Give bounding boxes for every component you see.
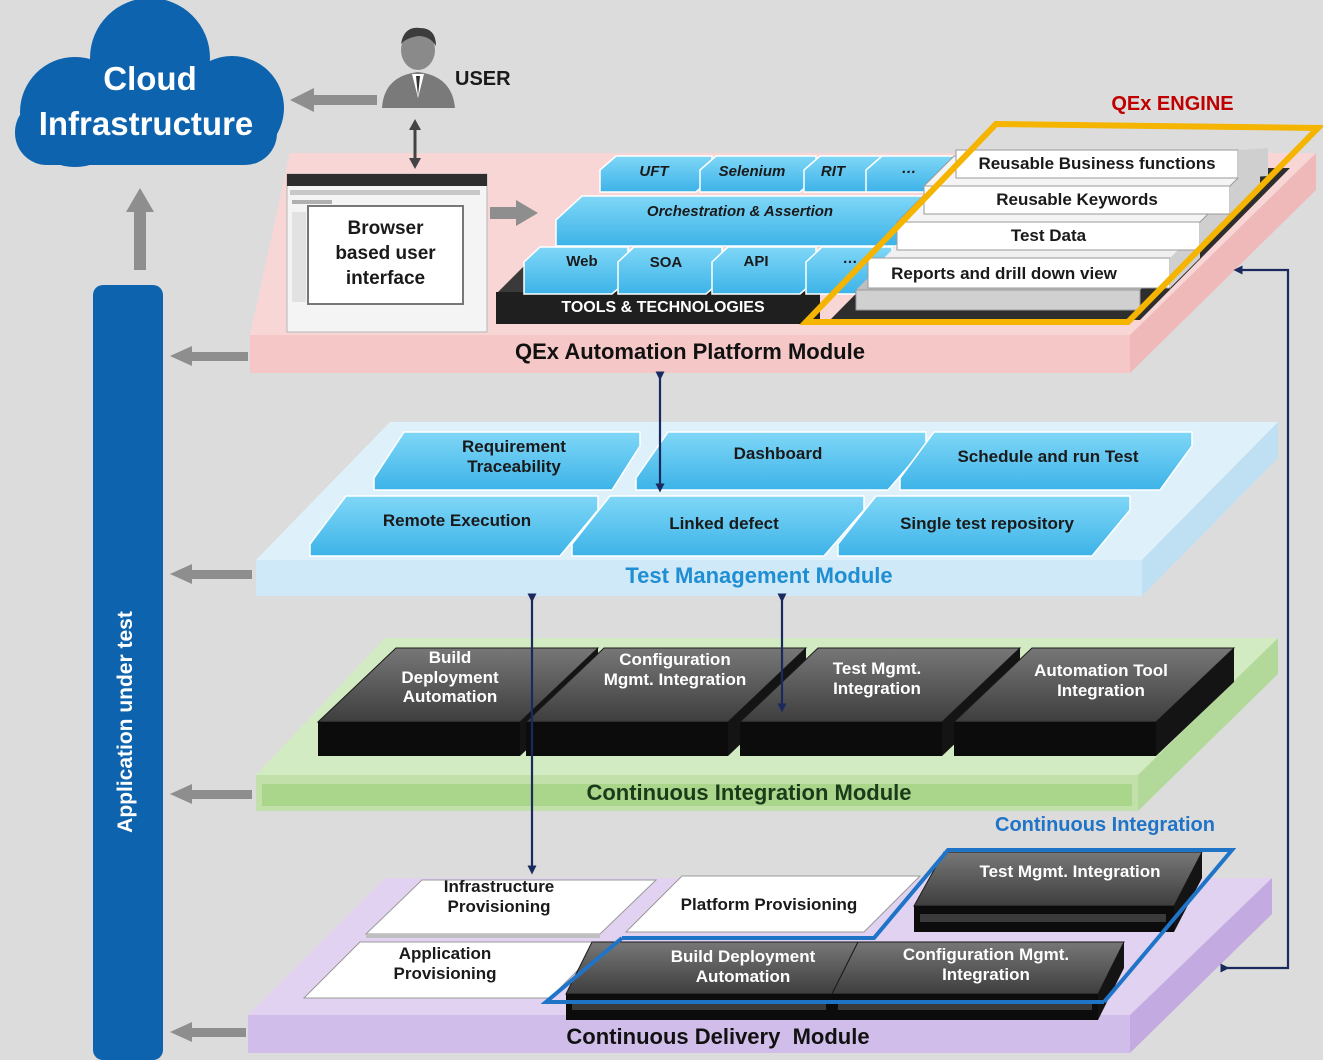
cd-module-title: Continuous Delivery Module <box>566 1024 870 1049</box>
browser-ui-line3: interface <box>345 268 426 289</box>
automation-module-title: QEx Automation Platform Module <box>515 339 865 364</box>
tool-api: API <box>743 253 769 270</box>
tm-single-repository: Single test repository <box>900 514 1074 533</box>
module-to-aut-arrows <box>170 346 252 1042</box>
cd-config-mgmt: Configuration Mgmt. Integration <box>902 945 1070 984</box>
ci-build-deployment: Build Deployment Automation <box>401 648 499 707</box>
cd-ci-group-label: Continuous Integration <box>995 814 1215 836</box>
tool-more-top: … <box>901 160 917 177</box>
browser-ui-line1: Browser <box>347 218 424 239</box>
cd-build-deployment: Build Deployment Automation <box>670 947 816 986</box>
tool-uft: UFT <box>639 163 669 180</box>
aut-to-cloud-arrow <box>126 188 154 270</box>
browser-ui-line2: based user <box>335 243 436 264</box>
tool-more-bottom: … <box>842 250 858 267</box>
connector-arrows <box>527 265 1290 973</box>
cd-white-tiles <box>302 875 922 999</box>
cd-application-provisioning: Application Provisioning <box>393 944 497 983</box>
ci-automation-tool: Automation Tool Integration <box>1034 661 1168 700</box>
ci-module-title: Continuous Integration Module <box>586 780 912 805</box>
cloud-title: Cloud <box>103 60 197 97</box>
qex-engine-title: QEx ENGINE <box>1111 93 1234 115</box>
ci-group-outline <box>540 936 1104 1004</box>
tool-rit: RIT <box>820 163 846 180</box>
user-to-cloud-arrow <box>290 88 377 112</box>
cloud-shape <box>15 0 284 167</box>
tool-soa: SOA <box>649 254 683 271</box>
engine-item-business-functions: Reusable Business functions <box>978 154 1216 173</box>
test-mgmt-tiles <box>309 431 1193 557</box>
cd-infrastructure-provisioning: Infrastructure Provisioning <box>443 877 555 916</box>
aut-label: Application under test <box>114 611 137 833</box>
cd-test-mgmt-integration: Test Mgmt. Integration <box>979 862 1161 881</box>
aut-bar <box>93 285 163 1060</box>
ci-group-outline-right <box>622 848 1237 1004</box>
tool-web: Web <box>566 253 598 270</box>
engine-item-keywords: Reusable Keywords <box>996 190 1158 209</box>
tm-remote-execution: Remote Execution <box>382 511 532 530</box>
user-icon <box>382 27 455 108</box>
test-mgmt-module-title: Test Management Module <box>625 563 893 588</box>
tm-requirement-traceability: Requirement Traceability <box>462 437 566 476</box>
tm-linked-defect: Linked defect <box>669 514 779 533</box>
tools-title: TOOLS & TECHNOLOGIES <box>561 299 765 316</box>
ci-blocks <box>316 647 1236 756</box>
tm-dashboard: Dashboard <box>733 444 823 463</box>
ci-config-mgmt: Configuration Mgmt. Integration <box>603 650 747 689</box>
cd-platform-provisioning: Platform Provisioning <box>680 895 858 914</box>
browser-screenshot <box>286 173 488 333</box>
engine-item-test-data: Test Data <box>1010 226 1087 245</box>
qex-engine-stack <box>798 120 1323 325</box>
user-browser-arrow <box>409 119 421 169</box>
browser-to-tools-arrow <box>490 200 538 226</box>
engine-item-reports: Reports and drill down view <box>891 264 1117 283</box>
cloud-subtitle: Infrastructure <box>38 105 254 142</box>
ci-test-mgmt: Test Mgmt. Integration <box>832 659 922 698</box>
user-label: USER <box>455 68 511 90</box>
tool-orchestration: Orchestration & Assertion <box>646 203 834 220</box>
tm-schedule-run: Schedule and run Test <box>957 447 1139 466</box>
tool-selenium: Selenium <box>718 163 786 180</box>
